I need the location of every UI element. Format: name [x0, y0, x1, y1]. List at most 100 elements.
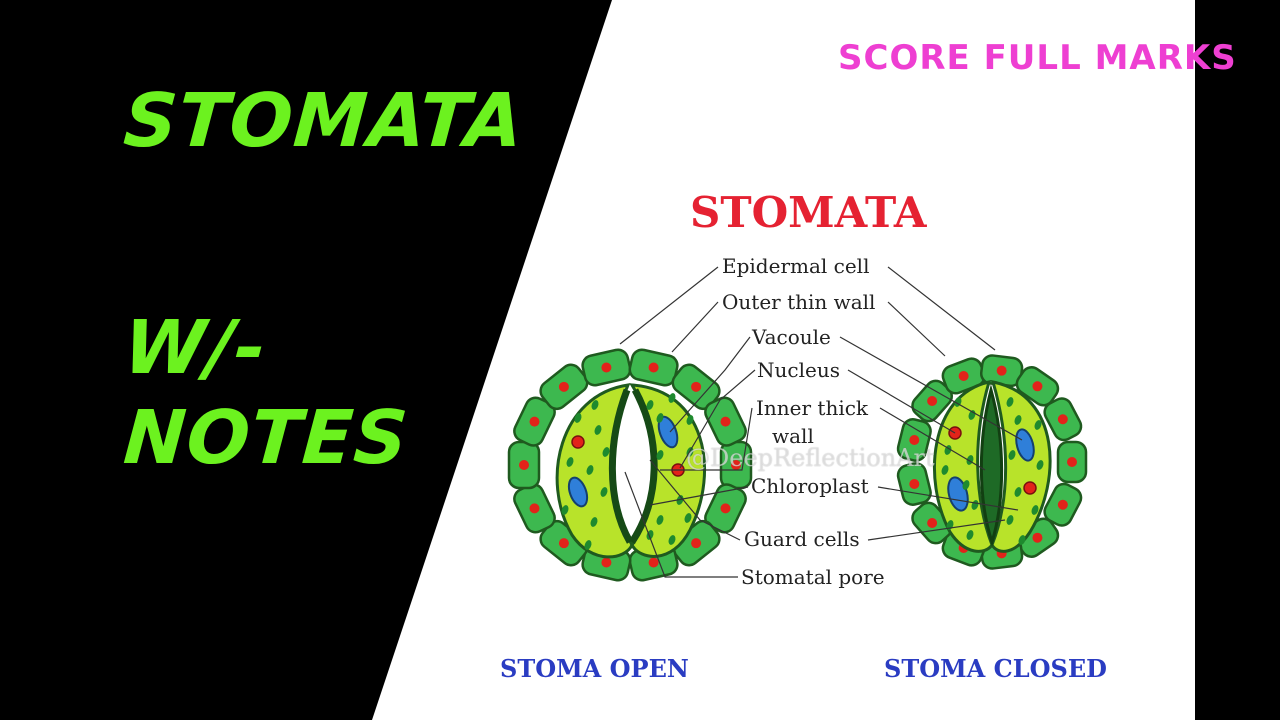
stoma-open-drawing [507, 348, 753, 582]
chloroplasts-closed [941, 397, 1044, 545]
epidermal-nucleus [558, 381, 569, 392]
chloroplast [668, 535, 676, 545]
chloroplast [646, 400, 654, 410]
epidermal-cells-open [507, 348, 753, 582]
chloroplast [966, 530, 974, 540]
chloroplast [1034, 420, 1042, 430]
left-title-notes: NOTES [120, 395, 412, 481]
leader-guard-left [649, 459, 741, 541]
chloroplast [656, 515, 664, 525]
chloroplast [594, 425, 602, 435]
epidermal-nucleus [558, 538, 569, 549]
epidermal-nucleus [691, 381, 702, 392]
leader-chloroplast-right [877, 486, 1019, 511]
chloroplast [941, 465, 949, 475]
label-stomatal-pore: Stomatal pore [741, 565, 885, 589]
leader-inner-wall-right [879, 407, 986, 471]
label-inner-thick: Inner thick [756, 396, 869, 420]
chloroplast [584, 540, 592, 550]
chloroplast [574, 413, 582, 423]
epidermal-nucleus [529, 416, 540, 427]
label-guard-cells: Guard cells [744, 527, 860, 551]
label-nucleus: Nucleus [757, 358, 840, 382]
epidermal-nucleus [1032, 381, 1043, 392]
epidermal-nucleus [529, 503, 540, 514]
epidermal-nucleus [958, 370, 969, 381]
nucleus-right-closed [1023, 481, 1037, 495]
chloroplast [591, 400, 599, 410]
label-chloroplast: Chloroplast [751, 474, 869, 498]
chloroplast [1006, 515, 1014, 525]
caption-stoma-open: STOMA OPEN [500, 654, 689, 683]
epidermal-nucleus [731, 460, 741, 470]
chloroplast [686, 415, 694, 425]
leader-vacoule-left [669, 336, 751, 433]
chloroplast [561, 505, 569, 515]
leader-epidermal-left [619, 266, 719, 345]
vacuole-left-open [567, 476, 589, 508]
chloroplast [656, 450, 664, 460]
left-title-stomata: STOMATA [120, 78, 527, 164]
chloroplast [586, 465, 594, 475]
leader-guard-right [867, 519, 1006, 541]
epidermal-nucleus [927, 518, 938, 529]
epidermal-nucleus [909, 434, 920, 445]
chloroplast [962, 480, 970, 490]
chloroplast [1014, 487, 1022, 497]
chloroplast [566, 457, 574, 467]
leader-nucleus-left [679, 369, 756, 469]
epidermal-nucleus [601, 557, 612, 568]
epidermal-nucleus [601, 362, 612, 373]
inner-thick-wall-right-open [629, 388, 658, 544]
epidermal-nucleus [1057, 414, 1068, 425]
epidermal-nucleus [1032, 532, 1043, 543]
left-title-with: W/- [120, 305, 270, 391]
leader-chloroplast-left [649, 486, 749, 506]
epidermal-nucleus [691, 538, 702, 549]
epidermal-nucleus [927, 395, 938, 406]
label-inner-thick-wall: wall [772, 424, 814, 448]
epidermal-nucleus [720, 503, 731, 514]
stoma-closed-drawing [896, 354, 1088, 570]
chloroplast [1036, 460, 1044, 470]
leader-outer-wall-left [671, 301, 719, 353]
chloroplast [1006, 397, 1014, 407]
leader-outer-wall-right [887, 301, 946, 357]
label-outer-thin-wall: Outer thin wall [722, 290, 876, 314]
epidermal-nucleus [996, 365, 1007, 376]
chloroplast [1008, 450, 1016, 460]
chloroplast [1018, 535, 1026, 545]
epidermal-nucleus [909, 479, 920, 490]
chloroplasts-open [561, 393, 694, 550]
epidermal-nucleus [648, 557, 659, 568]
chloroplast [602, 447, 610, 457]
caption-stoma-closed: STOMA CLOSED [884, 654, 1107, 683]
nucleus-left-open [571, 435, 585, 449]
watermark: @DeepReflectionArt [686, 444, 935, 472]
label-epidermal-cell: Epidermal cell [722, 254, 870, 278]
diagram-title: STOMATA [690, 188, 927, 237]
epidermal-nucleus [519, 460, 529, 470]
stomatal-pore-open [618, 395, 645, 535]
leader-lines [619, 266, 1023, 578]
epidermal-nucleus [720, 416, 731, 427]
chloroplast [1014, 415, 1022, 425]
epidermal-nucleus [648, 362, 659, 373]
vacuole-right-closed [1015, 428, 1035, 462]
epidermal-nucleus [1057, 499, 1068, 510]
chloroplast [590, 517, 598, 527]
score-full-marks-tag: SCORE FULL MARKS [838, 38, 1237, 78]
leader-vacoule-right [839, 336, 1023, 441]
leader-epidermal-right [887, 266, 996, 351]
chloroplast [656, 413, 664, 423]
chloroplast [1031, 505, 1039, 515]
leader-nucleus-right [847, 369, 956, 434]
inner-thick-wall-left-open [608, 388, 634, 544]
leader-pore [624, 471, 738, 578]
chloroplast [668, 393, 676, 403]
label-vacoule: Vacoule [752, 325, 831, 349]
chloroplast [600, 487, 608, 497]
inner-thick-wall-closed [979, 384, 1004, 547]
leader-inner-wall-left [660, 407, 753, 471]
